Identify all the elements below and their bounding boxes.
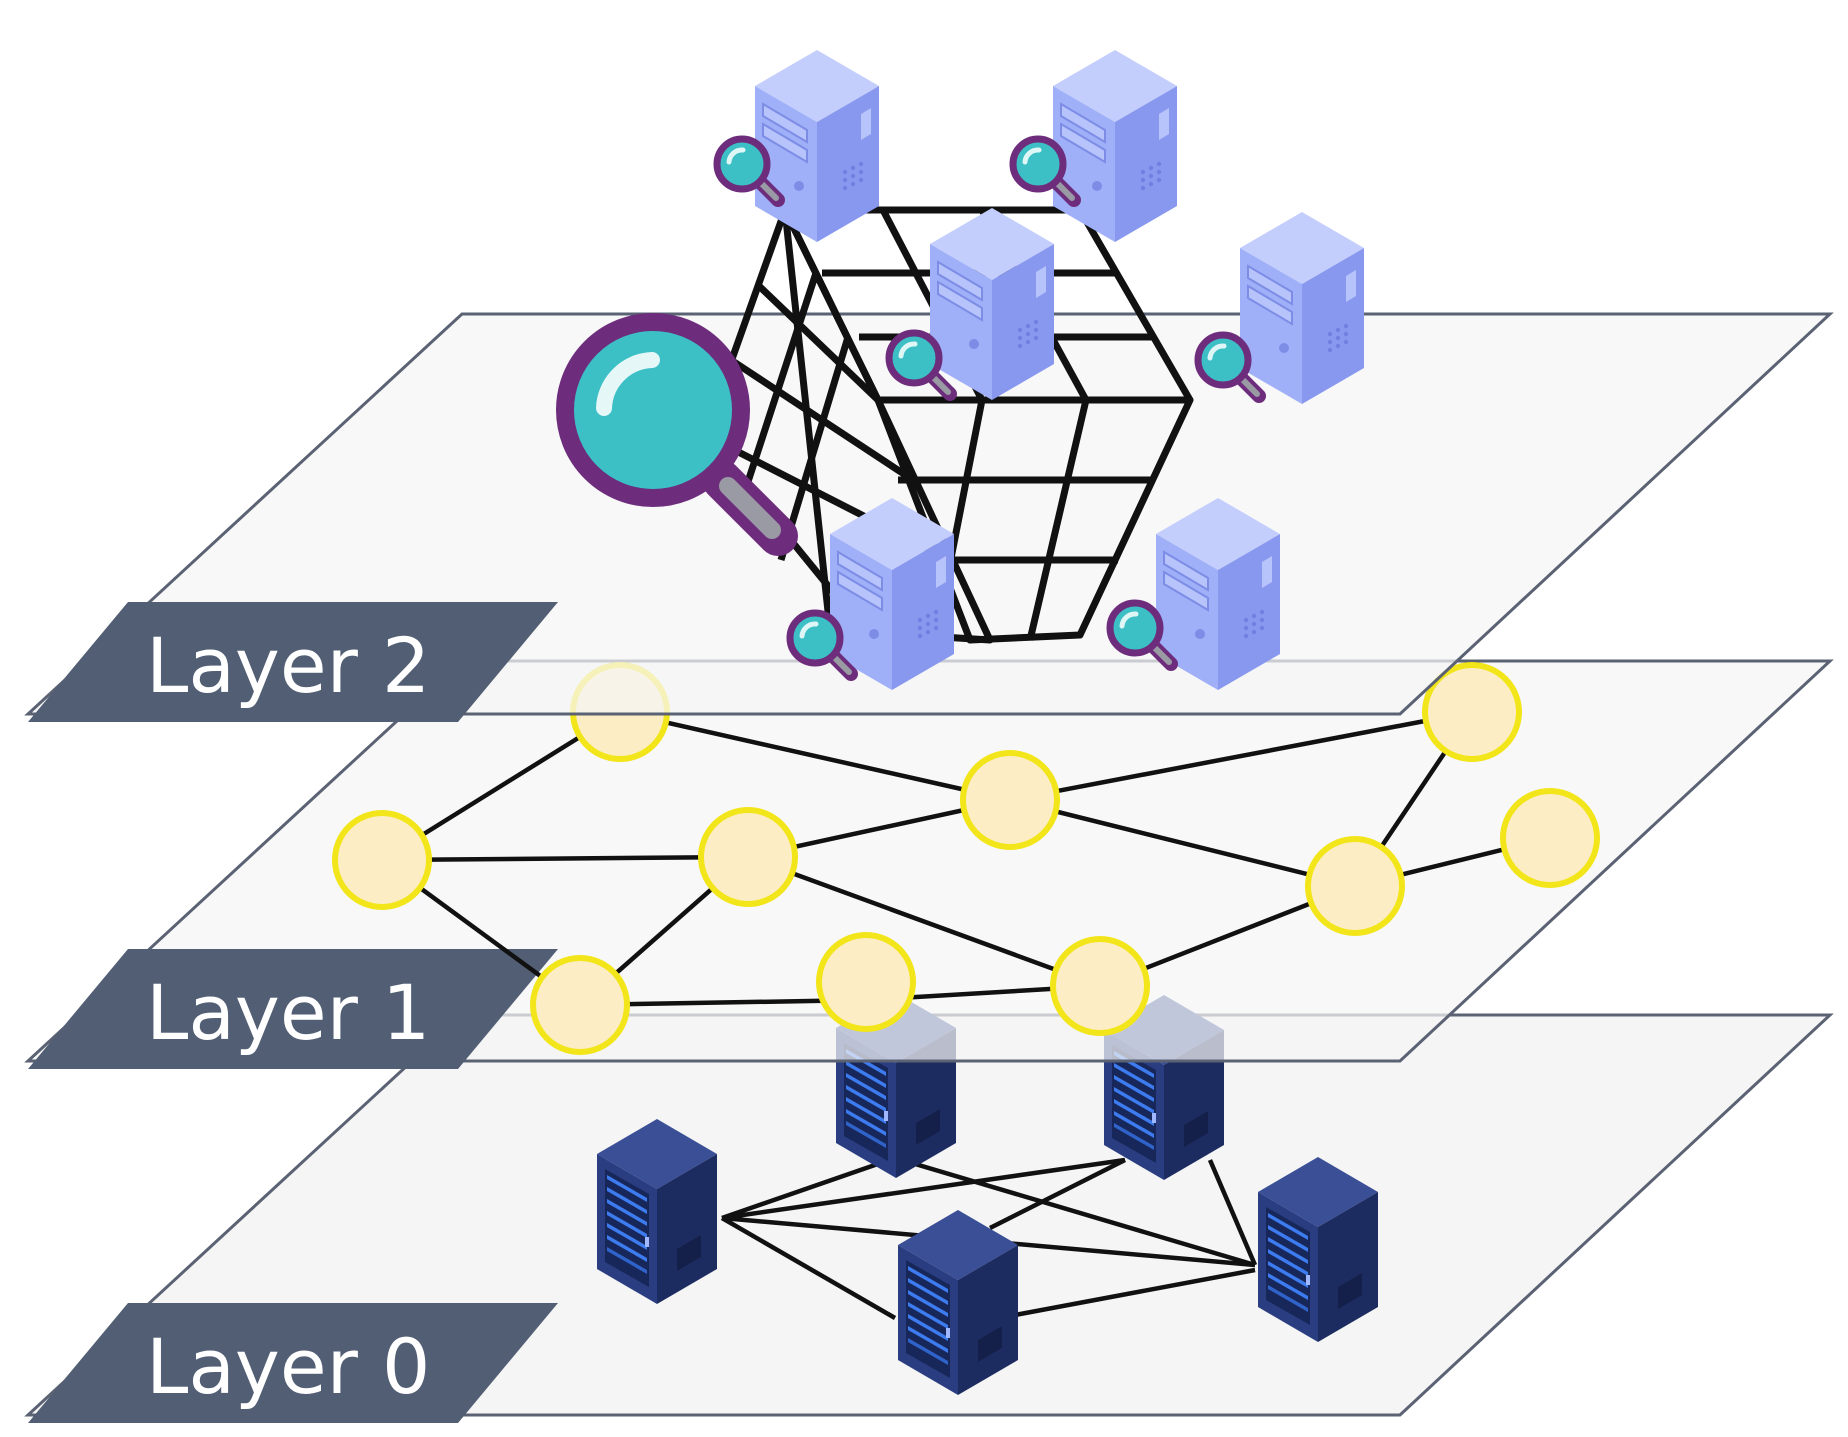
network-node [698,807,798,907]
desktop-computer-icon [754,49,880,243]
magnifier-icon [556,313,798,556]
layer-0-label-tab: Layer 0 [28,1303,558,1423]
layer-1-label: Layer 1 [146,968,430,1057]
network-node [530,955,630,1055]
network-node [332,810,432,910]
layer-2-label: Layer 2 [146,621,430,710]
layer-1: Layer 1 [24,659,1834,1069]
layer-0-label: Layer 0 [146,1322,430,1411]
layer-1-label-tab: Layer 1 [28,949,558,1069]
network-node [1305,836,1405,936]
server-rack-icon [597,1119,717,1304]
server-rack-icon [1258,1157,1378,1342]
network-node [1500,788,1600,888]
network-node [1050,936,1150,1036]
layer-2-label-tab: Layer 2 [28,602,558,722]
server-rack-icon [898,1210,1018,1395]
desktop-computer-icon [929,207,1055,401]
desktop-computer-icon [829,497,955,691]
desktop-computer-icon [1239,211,1365,405]
layer-0-links [720,1155,1258,1320]
desktop-computer-icon [1052,49,1178,243]
network-node [816,932,916,1032]
network-node [960,750,1060,850]
layer-0: Layer 0 [24,1013,1834,1423]
network-node [1422,662,1522,762]
